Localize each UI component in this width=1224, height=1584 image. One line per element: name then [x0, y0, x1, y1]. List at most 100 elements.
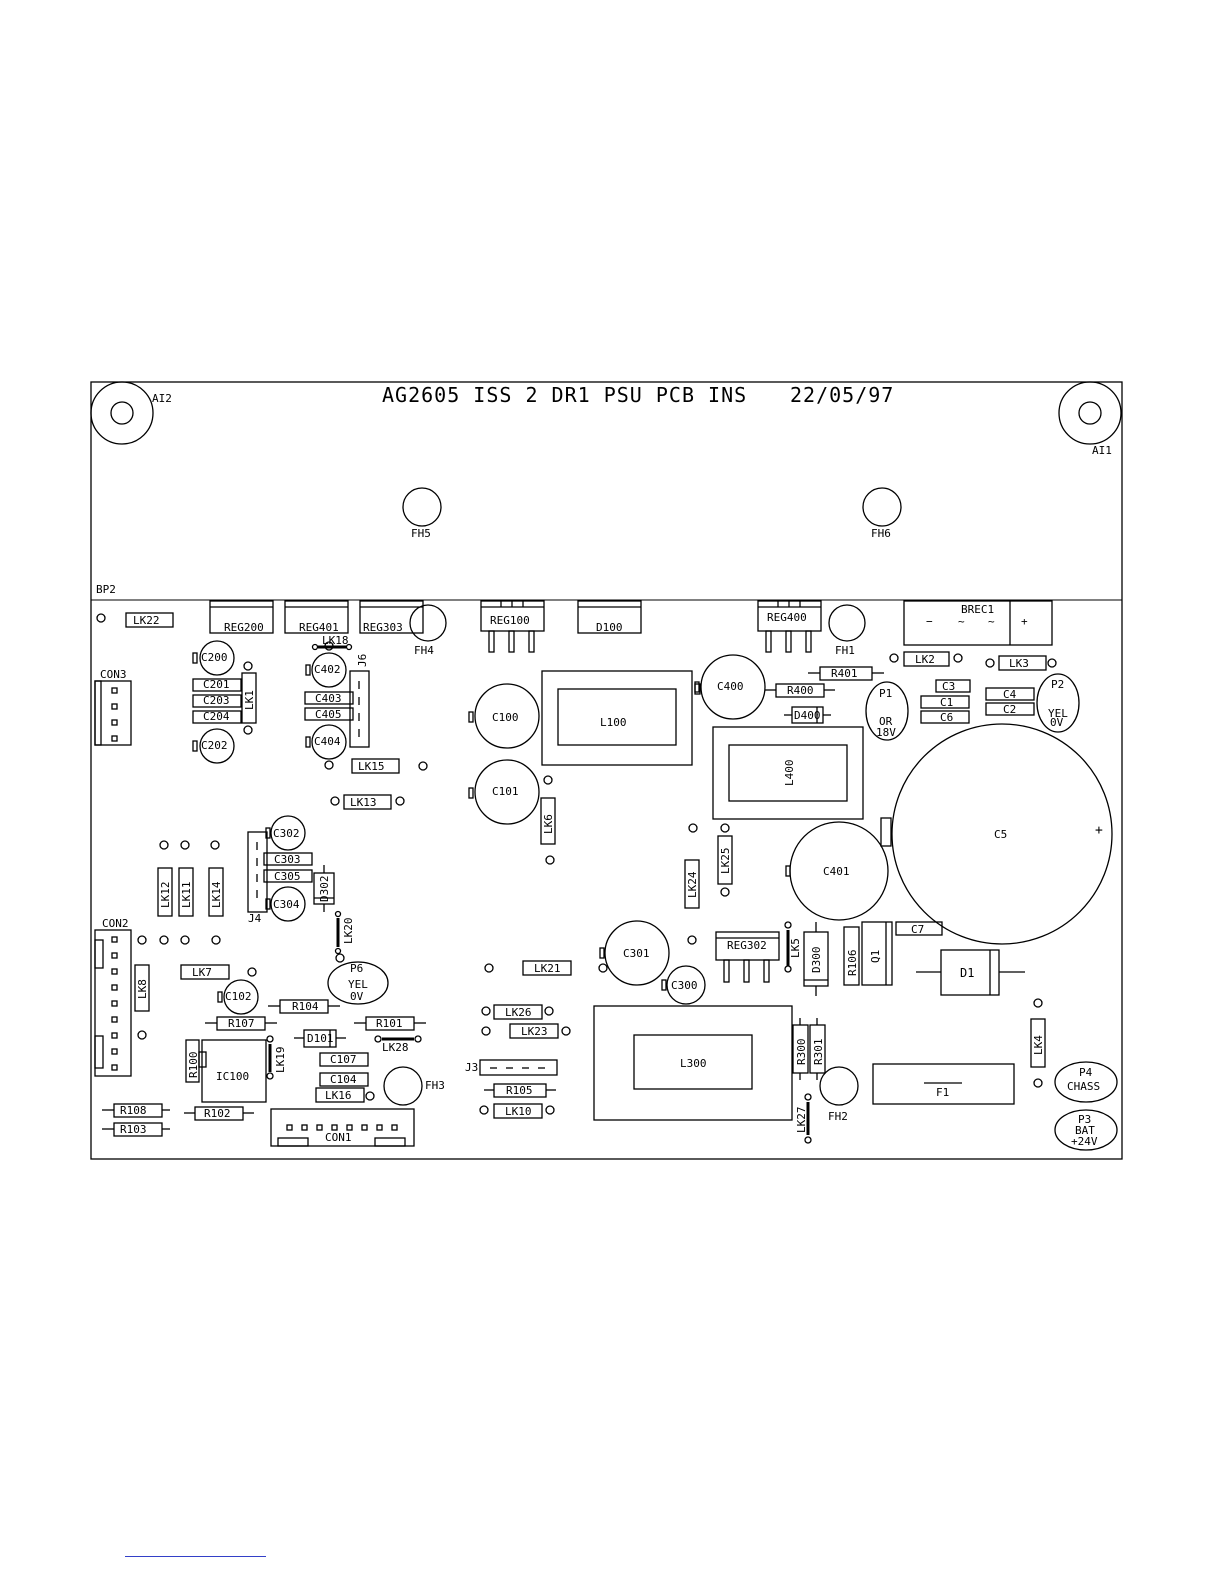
label-r401: R401 [831, 667, 858, 680]
pad-p3-voltage: +24V [1071, 1135, 1098, 1148]
label-lk4: LK4 [1032, 1035, 1045, 1055]
footnote-separator-line [125, 1556, 266, 1557]
label-c403: C403 [315, 692, 342, 705]
fixing-hole-fh4 [409, 604, 447, 642]
label-c203: C203 [203, 694, 230, 707]
connector-con1-body [270, 1108, 415, 1147]
pad-p1-color: OR [879, 715, 893, 728]
capacitor-c101-body [468, 759, 540, 825]
label-lk13: LK13 [350, 796, 377, 809]
pad-p6-voltage: 0V [350, 990, 364, 1003]
d100-body [577, 600, 642, 634]
link-lk10-body [493, 1103, 543, 1119]
link-lk24-body [684, 859, 700, 909]
label-fh6: FH6 [871, 527, 891, 540]
board-title: AG2605 ISS 2 DR1 PSU PCB INS [382, 383, 747, 407]
capacitor-c5-body [880, 723, 1113, 945]
capacitor-c305-body [263, 869, 313, 883]
link-lk4-body [1030, 1018, 1046, 1068]
label-c100: C100 [492, 711, 519, 724]
label-c305: C305 [274, 870, 301, 883]
label-d100: D100 [596, 621, 623, 634]
label-lk20: LK20 [342, 918, 355, 945]
label-c107: C107 [330, 1053, 357, 1066]
label-r106: R106 [846, 950, 859, 977]
label-r100: R100 [187, 1052, 200, 1079]
label-con3: CON3 [100, 668, 127, 681]
link-lk8-body [134, 964, 150, 1012]
label-c301: C301 [623, 947, 650, 960]
label-lk5: LK5 [789, 938, 802, 958]
label-q1: Q1 [869, 950, 882, 963]
label-c7: C7 [911, 923, 924, 936]
fixing-hole-fh3 [383, 1066, 423, 1106]
link-lk6-body [540, 797, 556, 845]
pad-p1-voltage: 18V [876, 726, 896, 739]
reg303-body [359, 600, 424, 634]
link-lk15-body [351, 758, 400, 774]
label-c401: C401 [823, 865, 850, 878]
label-c4: C4 [1003, 688, 1017, 701]
connector-con3-body [94, 680, 132, 746]
resistor-r102-body [184, 1106, 254, 1121]
label-reg400: REG400 [767, 611, 807, 624]
label-j3: J3 [465, 1061, 478, 1074]
label-lk3: LK3 [1009, 657, 1029, 670]
label-lk2: LK2 [915, 653, 935, 666]
label-brec1: BREC1 [961, 603, 994, 616]
label-lk27: LK27 [795, 1107, 808, 1134]
pad-p2-name: P2 [1051, 678, 1064, 691]
bridge-pin-ac1: ~ [958, 615, 965, 628]
bridge-pin-negative: − [926, 615, 933, 628]
label-lk28: LK28 [382, 1041, 409, 1054]
diode-d302-body [313, 865, 335, 912]
capacitor-c202-body [192, 728, 235, 764]
connector-j3-body [479, 1059, 558, 1076]
capacitor-c402-body [305, 652, 347, 688]
label-c104: C104 [330, 1073, 357, 1086]
label-lk25: LK25 [719, 848, 732, 875]
capacitor-c400-body [694, 654, 766, 720]
capacitor-c100-body [468, 683, 540, 749]
label-j4: J4 [248, 912, 262, 925]
capacitor-c203-body [192, 694, 242, 708]
bridge-pin-positive: + [1021, 615, 1028, 628]
c5-polarity-mark: + [1095, 823, 1103, 838]
label-j6: J6 [356, 654, 369, 667]
label-d302: D302 [318, 876, 331, 903]
label-c204: C204 [203, 710, 230, 723]
label-c400: C400 [717, 680, 744, 693]
resistor-r103-body [102, 1122, 170, 1137]
mounting-hole-ai2 [90, 381, 154, 445]
pad-p3-outline [1054, 1109, 1118, 1151]
label-c303: C303 [274, 853, 301, 866]
resistor-r105-body [484, 1083, 556, 1098]
link-lk11-body [178, 867, 194, 917]
connector-con2-body [94, 929, 132, 1077]
label-reg401: REG401 [299, 621, 339, 634]
label-r101: R101 [376, 1017, 403, 1030]
diode-d1-body [916, 949, 1025, 996]
reg100-body [480, 600, 545, 653]
link-lk23-body [509, 1023, 559, 1039]
capacitor-c2-body [985, 702, 1035, 716]
pad-p1-name: P1 [879, 687, 892, 700]
label-c402: C402 [314, 663, 341, 676]
label-c405: C405 [315, 708, 342, 721]
label-r400: R400 [787, 684, 814, 697]
board-date: 22/05/97 [790, 383, 894, 407]
capacitor-c7-body [895, 921, 943, 936]
resistor-r101-body [354, 1016, 426, 1031]
label-lk11: LK11 [180, 882, 193, 909]
label-lk12: LK12 [159, 882, 172, 909]
capacitor-c6-body [920, 710, 970, 724]
label-l300: L300 [680, 1057, 707, 1070]
link-lk27-wire [804, 1093, 812, 1144]
link-lk5-wire [784, 921, 792, 973]
label-d101: D101 [307, 1032, 334, 1045]
capacitor-c102-body [217, 979, 259, 1015]
link-lk1-body [241, 672, 257, 724]
label-c304: C304 [273, 898, 300, 911]
link-lk16-body [315, 1087, 365, 1103]
label-c2: C2 [1003, 703, 1016, 716]
